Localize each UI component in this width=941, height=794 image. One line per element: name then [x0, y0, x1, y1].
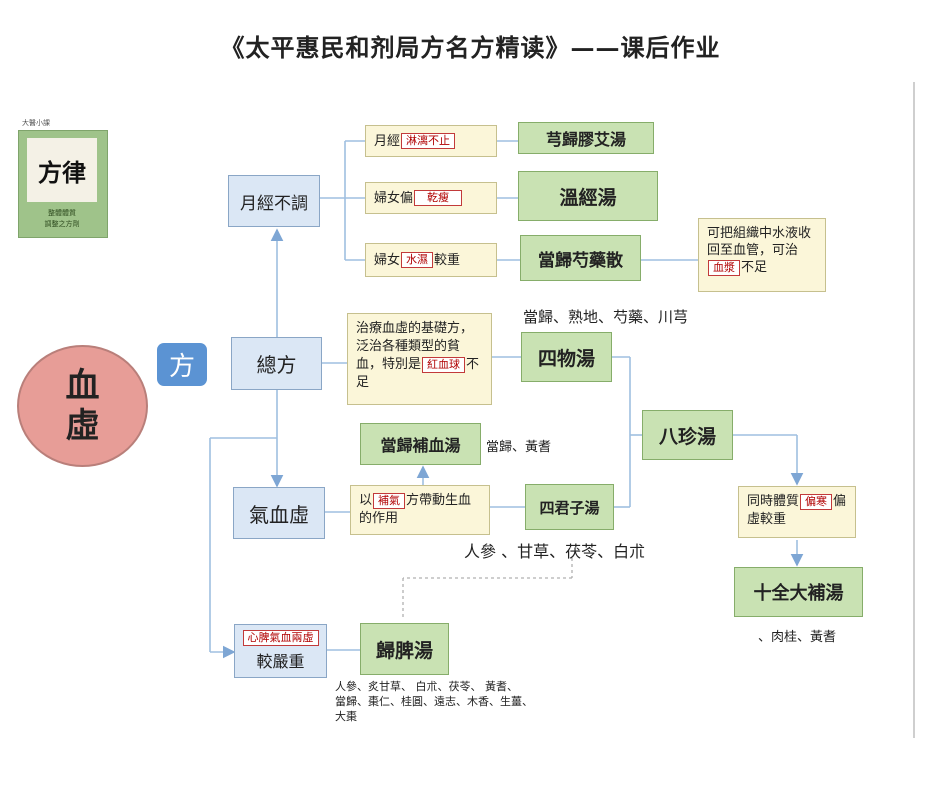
xue-xu-circle: 血 虛: [17, 345, 148, 467]
highlight-xuejiang: 血漿: [708, 260, 740, 276]
highlight-hongxueqiu: 紅血球: [422, 357, 466, 373]
note-yuejing-linli: 月經 淋漓不止: [365, 125, 497, 157]
note-base-pre: 治療血虛的基礎方，泛治各種類型的貧血，特別是: [356, 321, 474, 372]
formula-shiquandabu: 十全大補湯: [734, 567, 863, 617]
logo-badge: 大醫小課 方律 整體體質 調整之方劑: [18, 118, 110, 238]
note-pianhan-pre: 同時體質: [747, 494, 800, 509]
jiaoyan-label: 較嚴重: [256, 652, 305, 671]
formula-guipi: 歸脾湯: [360, 623, 449, 675]
note-yuejing-text: 月經: [374, 133, 401, 149]
highlight-buqi: 補氣: [373, 493, 406, 509]
page-title: 《太平惠民和剂局方名方精读》——课后作业: [220, 33, 721, 62]
highlight-gansou: 乾瘦: [414, 190, 463, 206]
highlight-xinpi-liangxu: 心脾氣血兩虛: [242, 630, 319, 646]
note-xuejiang-post: 不足: [741, 260, 768, 275]
note-pianhan-post: 偏虛較重: [747, 494, 847, 527]
note-fu-shuishi-post: 較重: [434, 252, 461, 268]
note-buqi-post: 方帶動生血的作用: [359, 493, 472, 526]
note-buqi-pre: 以: [359, 493, 373, 508]
highlight-shuishi: 水濕: [401, 252, 434, 268]
note-xuejiang: 可把組織中水液收回至血管，可治血漿不足: [698, 218, 826, 292]
formula-dangguishaoyao: 當歸芍藥散: [520, 235, 641, 281]
circle-label-1: 血: [65, 366, 100, 406]
formula-xiongguijiaoai: 芎歸膠艾湯: [518, 122, 654, 154]
category-zongfang: 總方: [231, 337, 322, 390]
herbs-sijunzi: 人參 、甘草、茯苓、白朮: [464, 542, 646, 561]
herbs-buxue: 當歸、黃耆: [486, 440, 552, 455]
formula-wenjing: 溫經湯: [518, 171, 658, 221]
note-buqi: 以補氣方帶動生血的作用: [350, 485, 490, 535]
note-fu-gansou-text: 婦女偏: [374, 190, 414, 206]
note-fu-shuishi-pre: 婦女: [374, 252, 401, 268]
category-yuejing-butiao: 月經不調: [228, 175, 320, 227]
formula-dangguibuxue: 當歸補血湯: [360, 423, 481, 465]
note-fu-shuishi: 婦女 水濕 較重: [365, 243, 497, 277]
logo-caption-1: 整體體質: [48, 209, 76, 217]
note-xuejiang-pre: 可把組織中水液收回至血管，可治: [707, 226, 812, 258]
logo-inner: 方律: [27, 138, 97, 202]
note-pianhan: 同時體質偏寒偏虛較重: [738, 486, 856, 538]
logo-calligraphy: 方律: [38, 157, 86, 187]
note-base-post: 不足: [356, 357, 480, 390]
herbs-guipi-line1: 人參、炙甘草、 白朮、茯苓、 黃耆、: [335, 680, 518, 693]
highlight-linli: 淋漓不止: [401, 133, 456, 149]
highlight-pianhan: 偏寒: [800, 494, 833, 510]
herbs-guipi-line3: 大棗: [335, 710, 357, 723]
logo-tag: 大醫小課: [22, 119, 50, 127]
logo-caption-2: 調整之方劑: [44, 220, 80, 228]
slide-frame: [20, 82, 915, 738]
category-qixuexu: 氣血虛: [233, 487, 325, 539]
herbs-shiquan: 、肉桂、黃耆: [758, 630, 837, 645]
fang-tag: 方: [157, 343, 207, 386]
herbs-guipi-line2: 當歸、棗仁、桂圓、遠志、木香、生薑、: [335, 695, 533, 708]
note-base-formula: 治療血虛的基礎方，泛治各種類型的貧血，特別是紅血球不足: [347, 313, 492, 405]
herbs-siwu: 當歸、熟地、芍藥、川芎: [523, 308, 689, 326]
circle-label-2: 虛: [65, 406, 100, 446]
note-fu-gansou: 婦女偏 乾瘦: [365, 182, 497, 214]
formula-bazhen: 八珍湯: [642, 410, 733, 460]
formula-sijunzi: 四君子湯: [525, 484, 614, 530]
formula-siwu: 四物湯: [521, 332, 612, 382]
category-jiaoyanzhong: 心脾氣血兩虛 較嚴重: [234, 624, 327, 678]
